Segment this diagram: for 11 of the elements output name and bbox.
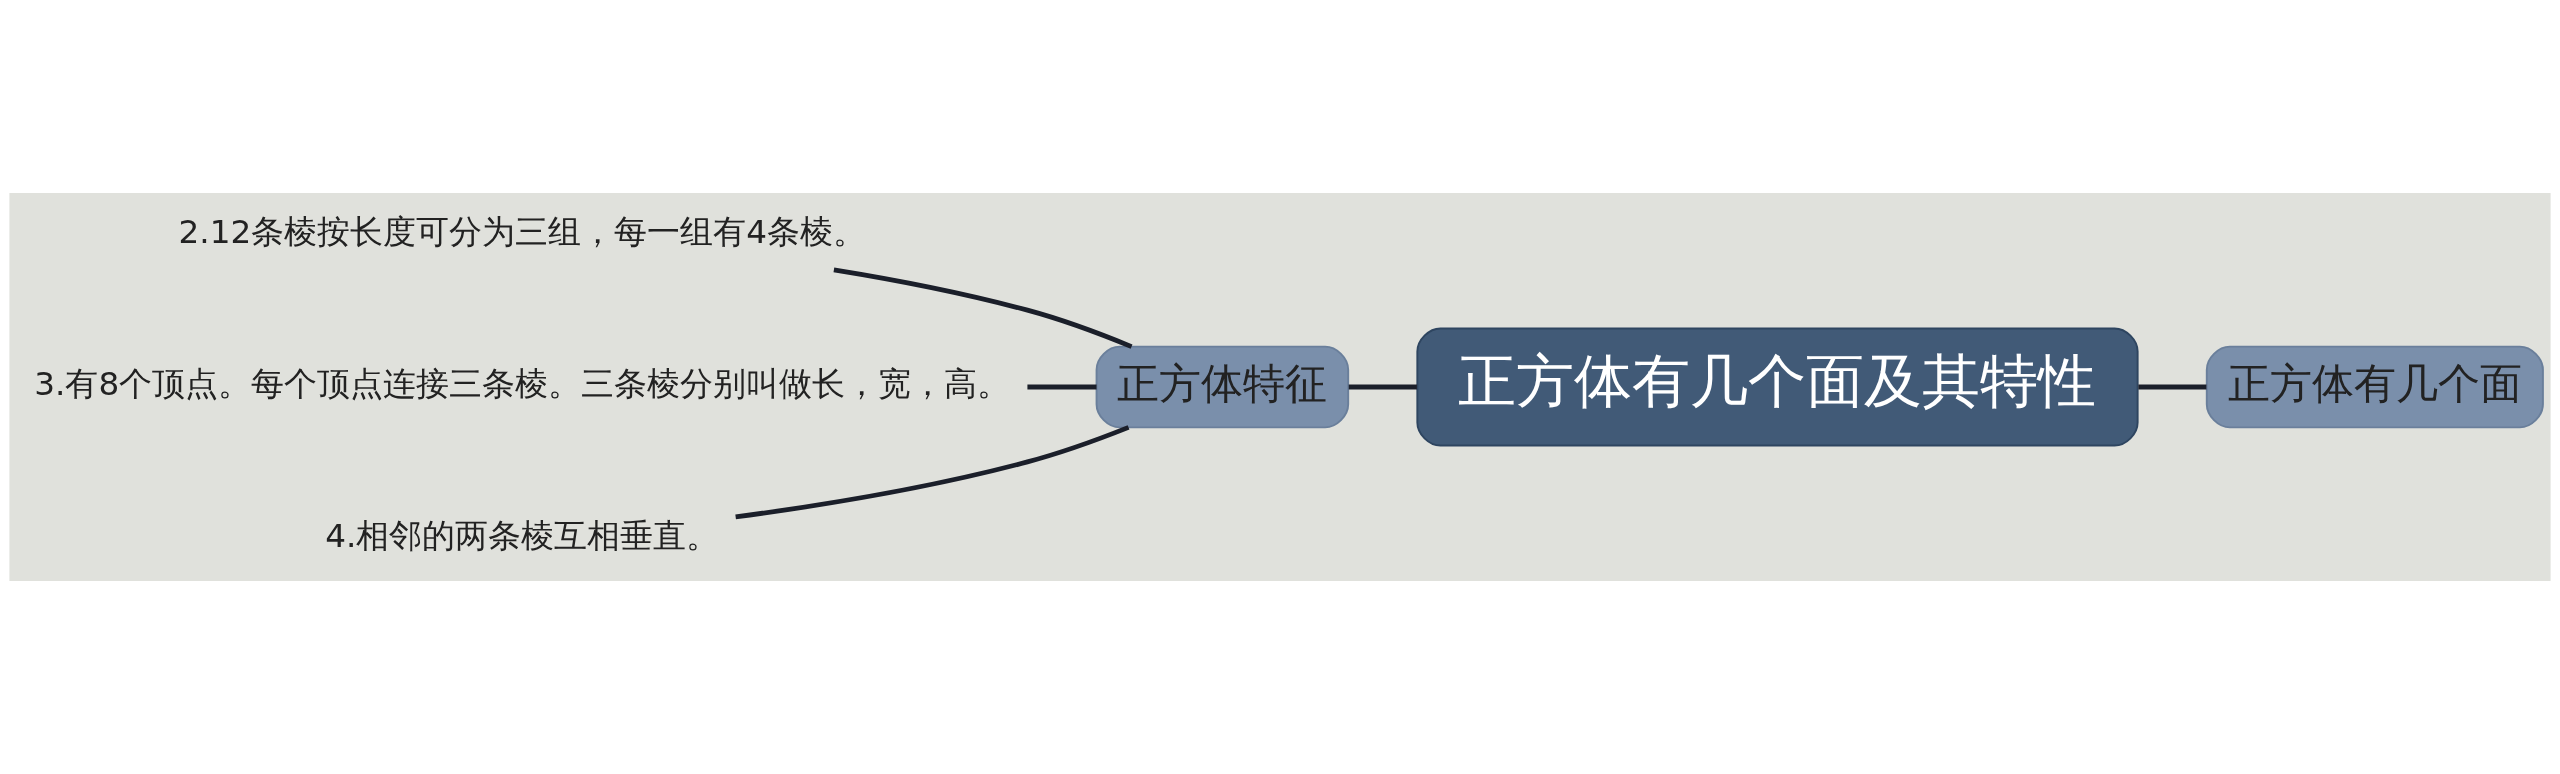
node-text: 2.12条棱按长度可分为三组，每一组有4条棱。 — [178, 213, 866, 252]
node-box: 正方体有几个面及其特性 — [1416, 327, 2139, 447]
node-box: 正方体有几个面 — [2205, 345, 2544, 429]
node-text: 3.有8个顶点。每个顶点连接三条棱。三条棱分别叫做长，宽，高。 — [34, 364, 1011, 403]
node-box: 正方体特征 — [1095, 345, 1350, 429]
connector — [2138, 384, 2207, 390]
connector — [1348, 384, 1417, 390]
connector — [833, 267, 1133, 349]
node-text: 4.相邻的两条棱互相垂直。 — [325, 516, 720, 555]
connector — [1027, 384, 1097, 390]
connector — [735, 425, 1130, 520]
